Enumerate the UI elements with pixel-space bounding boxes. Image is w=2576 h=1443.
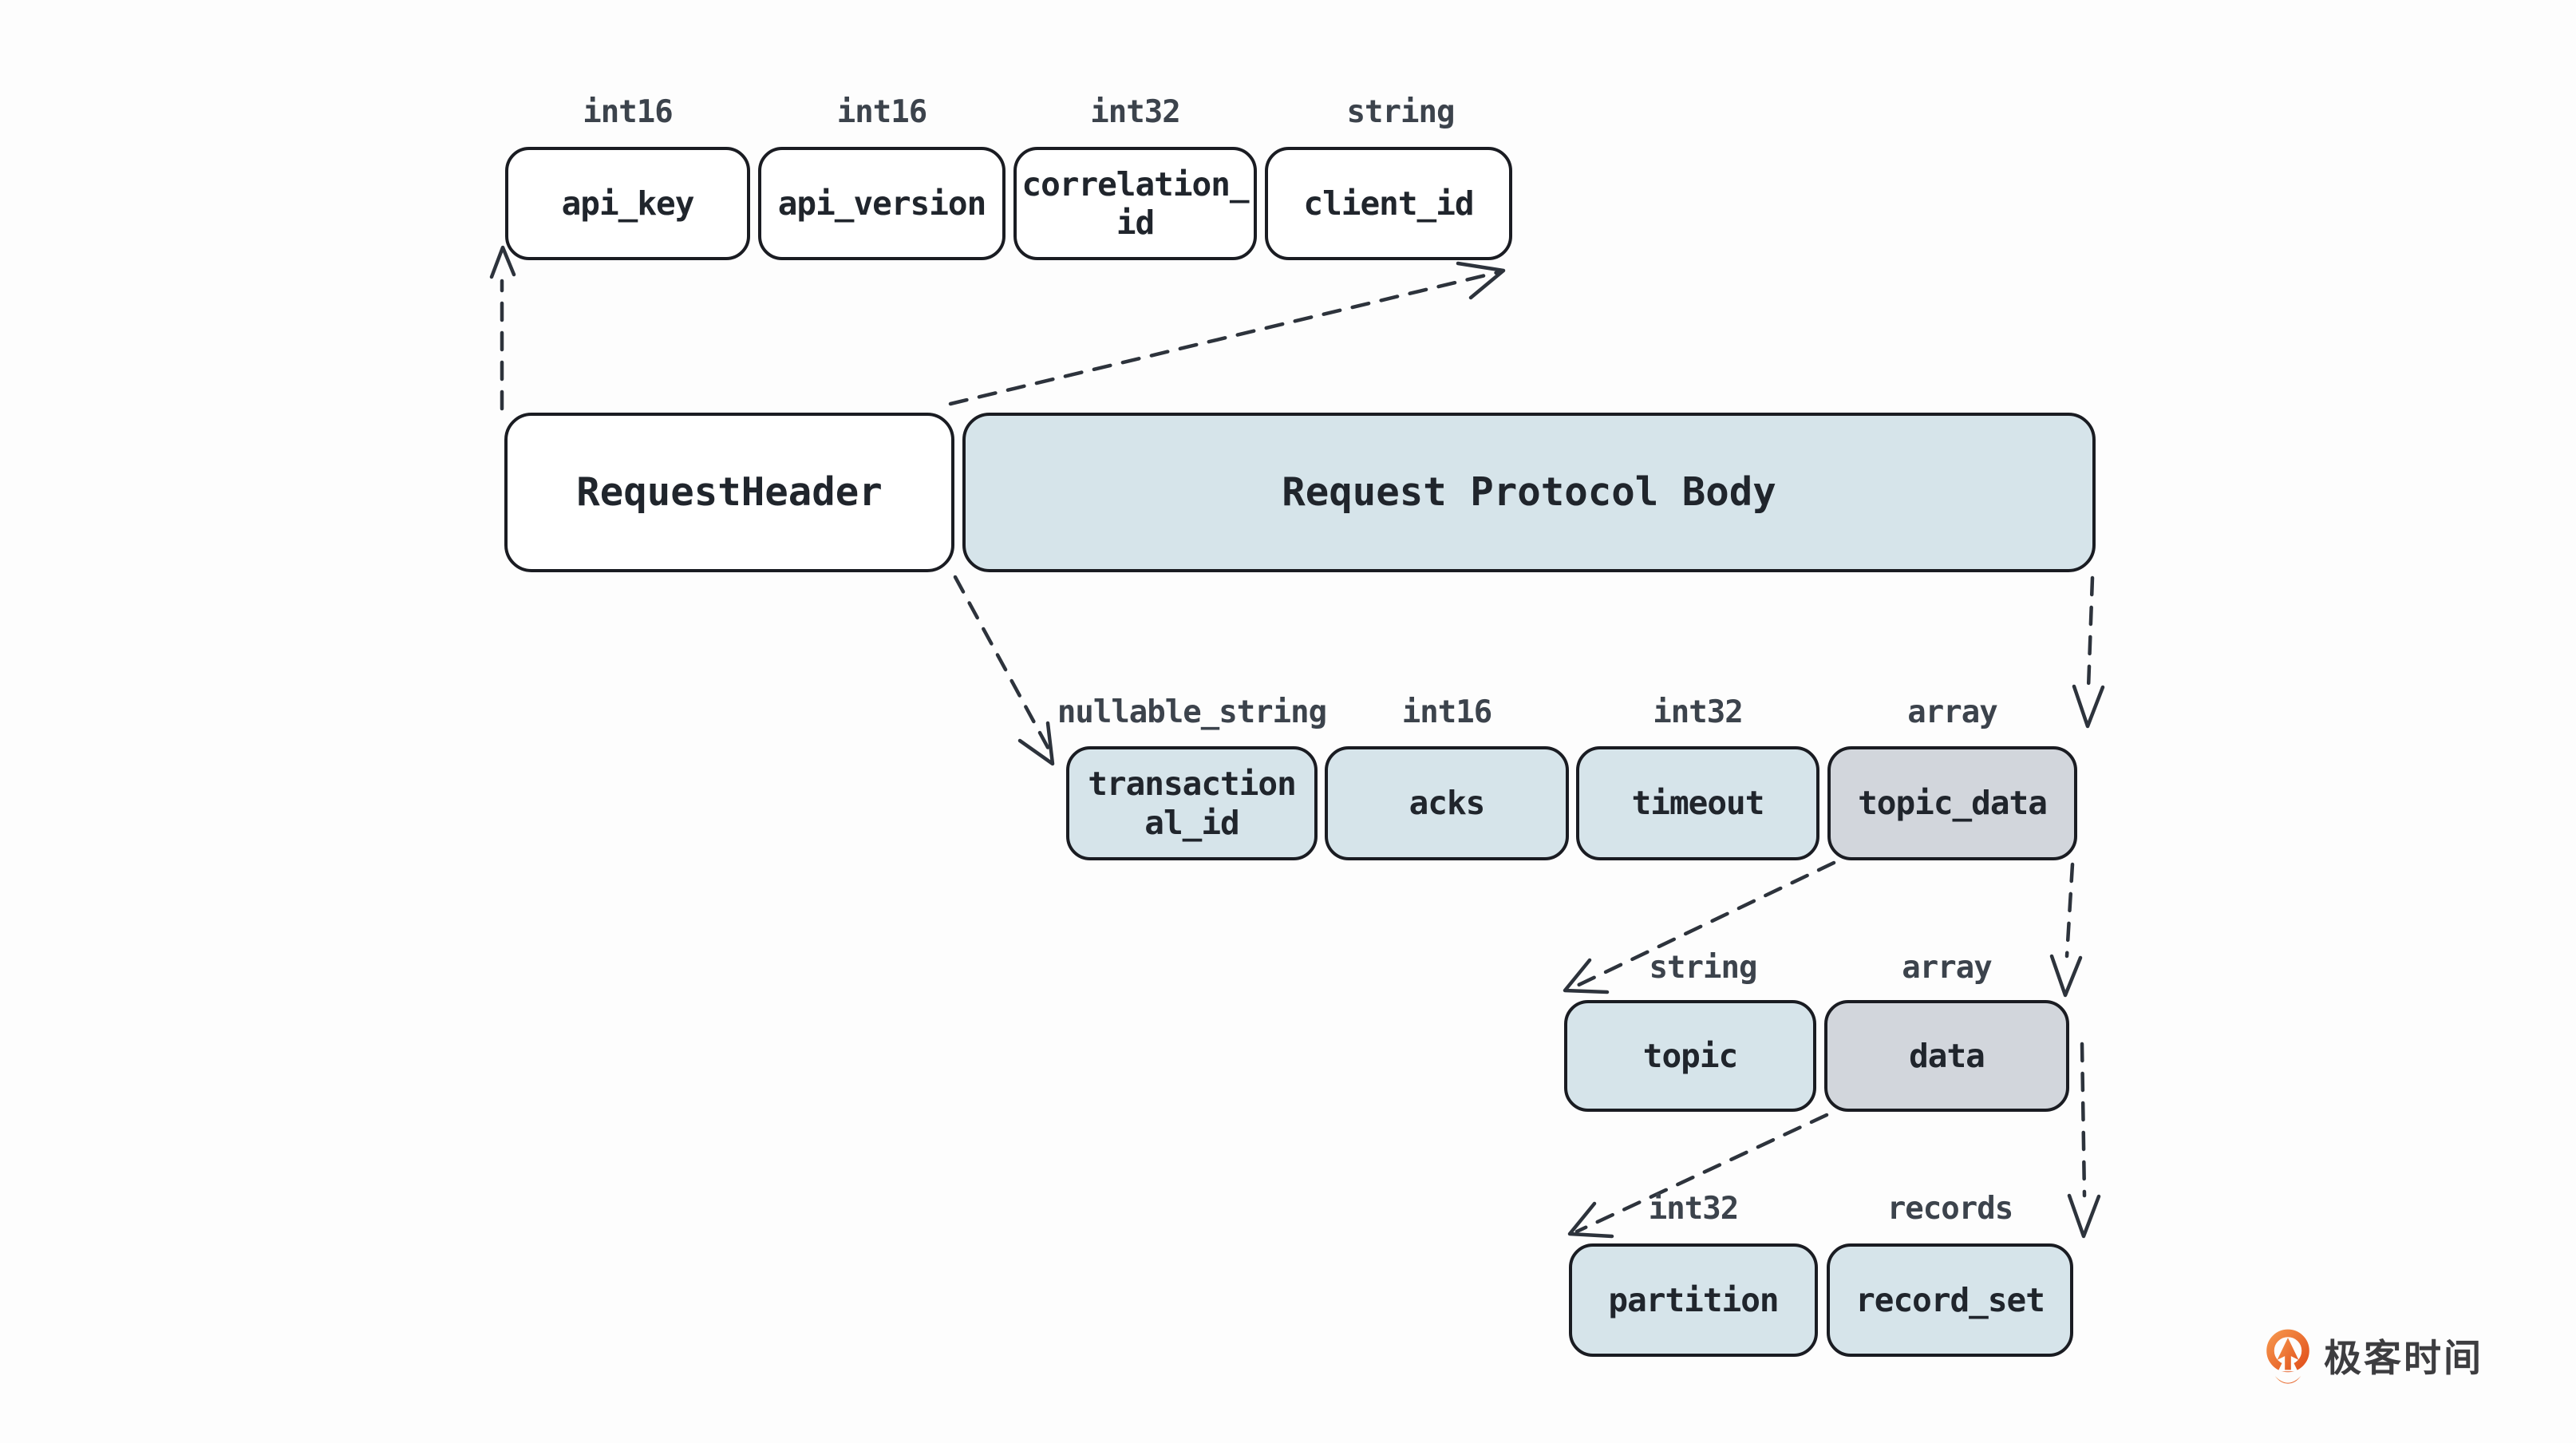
field-text-partition: partition: [1608, 1280, 1779, 1319]
field-box-timeout: timeout: [1576, 746, 1819, 860]
field-box-correlation-id: correlation_ id: [1013, 147, 1257, 260]
field-text-api-version: api_version: [777, 184, 987, 223]
field-text-timeout: timeout: [1631, 784, 1765, 823]
geektime-logo: 极客时间: [2265, 1323, 2483, 1394]
field-box-record-set: record_set: [1827, 1243, 2073, 1357]
field-box-partition: partition: [1569, 1243, 1818, 1357]
field-box-topic-data: topic_data: [1827, 746, 2077, 860]
type-label-correlation-id: int32: [1090, 94, 1180, 130]
type-label-topic-data: array: [1907, 694, 1997, 730]
field-box-data: data: [1824, 1000, 2069, 1112]
field-box-acks: acks: [1325, 746, 1569, 860]
field-text-transactional-id: transaction al_id: [1088, 765, 1297, 842]
field-text-correlation-id: correlation_ id: [1021, 164, 1249, 242]
request-protocol-body-box: Request Protocol Body: [962, 413, 2096, 572]
field-text-acks: acks: [1409, 784, 1486, 823]
type-label-record-set: records: [1887, 1191, 2013, 1227]
type-label-partition: int32: [1648, 1191, 1739, 1227]
field-text-topic-data: topic_data: [1858, 784, 2048, 823]
type-label-api-key: int16: [583, 94, 673, 130]
field-box-client-id: client_id: [1265, 147, 1512, 260]
request-protocol-body-text: Request Protocol Body: [1282, 469, 1776, 516]
request-header-text: RequestHeader: [576, 469, 883, 516]
type-label-transactional-id: nullable_string: [1057, 694, 1327, 730]
type-label-client-id: string: [1346, 94, 1456, 130]
field-text-api-key: api_key: [561, 184, 695, 223]
type-label-acks: int16: [1401, 694, 1492, 730]
request-header-box: RequestHeader: [504, 413, 954, 572]
type-label-api-version: int16: [836, 94, 927, 130]
type-label-data: array: [1902, 950, 1992, 986]
arrow-requestheader-to-apikey: [489, 245, 516, 411]
type-label-timeout: int32: [1653, 694, 1743, 730]
geektime-logo-icon: [2266, 1329, 2309, 1384]
field-box-api-version: api_version: [758, 147, 1006, 260]
type-label-topic: string: [1649, 950, 1758, 986]
arrow-data-to-partition: [1567, 1113, 1829, 1239]
arrow-requestheader-to-transactionalid: [953, 575, 1055, 766]
arrow-data-to-recordset: [2067, 1042, 2101, 1239]
geektime-logo-text: 极客时间: [2324, 1336, 2483, 1381]
field-text-data: data: [1909, 1036, 1985, 1075]
field-box-topic: topic: [1564, 1000, 1816, 1112]
field-text-client-id: client_id: [1303, 184, 1474, 223]
arrow-topicdata-to-topic: [1563, 860, 1836, 994]
field-box-transactional-id: transaction al_id: [1066, 746, 1318, 860]
arrow-protocolbody-to-topicdata: [2072, 575, 2105, 729]
arrow-topicdata-to-data: [2049, 862, 2083, 998]
arrow-requestheader-to-clientid: [948, 261, 1506, 406]
field-box-api-key: api_key: [505, 147, 750, 260]
field-text-topic: topic: [1642, 1036, 1738, 1075]
field-text-record-set: record_set: [1855, 1280, 2045, 1319]
